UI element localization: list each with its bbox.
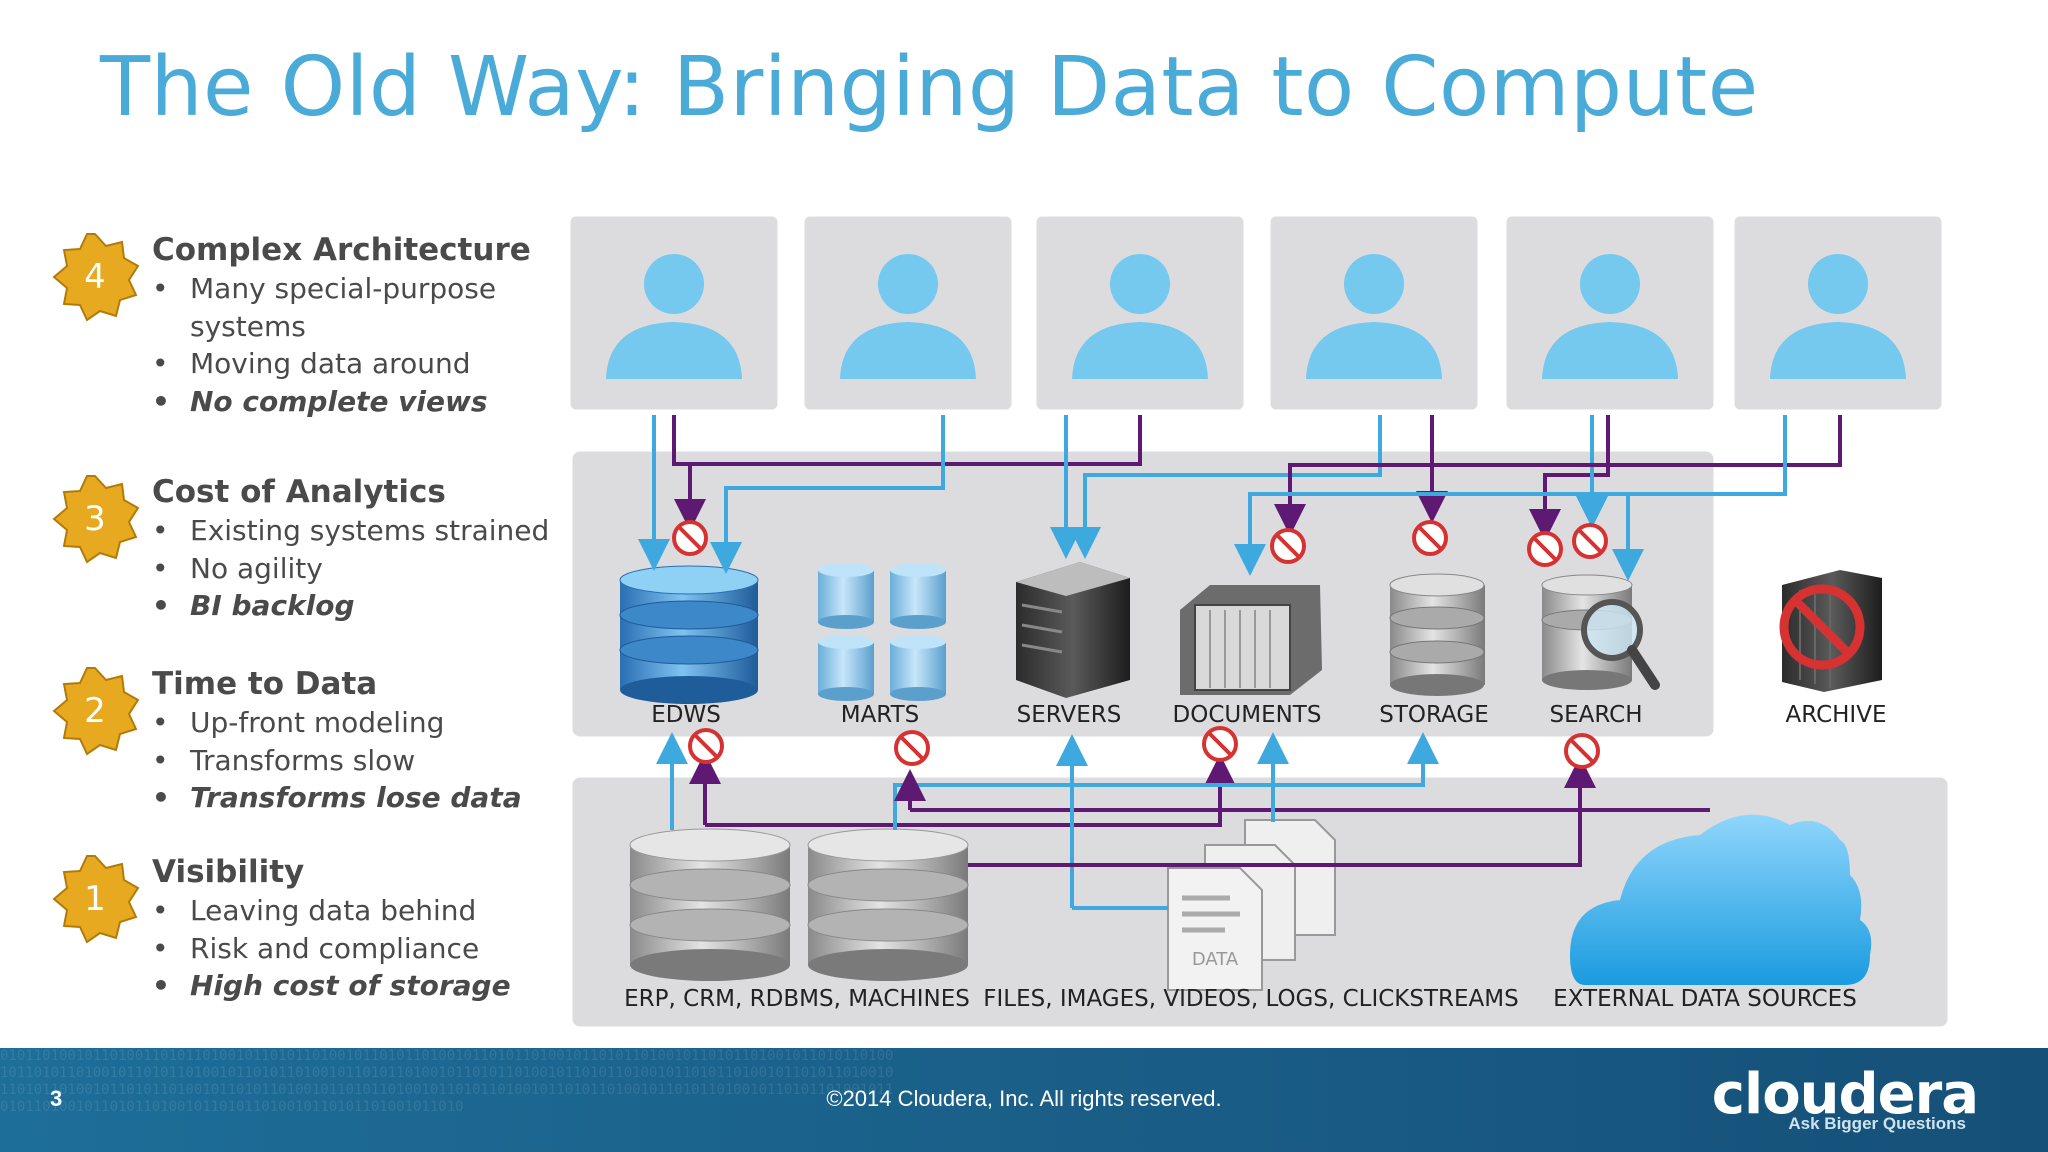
servers-icon bbox=[1016, 562, 1130, 698]
blocked-icon bbox=[688, 728, 724, 764]
bullet: Risk and compliance bbox=[152, 930, 550, 968]
badge-number: 4 bbox=[84, 257, 106, 297]
doc-label: DATA bbox=[1192, 949, 1239, 970]
challenge-bullets: Existing systems strained No agility BI … bbox=[152, 512, 550, 625]
bullet-emphasis: No complete views bbox=[152, 383, 550, 421]
user-icon bbox=[565, 211, 783, 415]
page-title: The Old Way: Bringing Data to Compute bbox=[100, 40, 1759, 135]
challenge-bullets: Many special-purpose systems Moving data… bbox=[152, 270, 550, 420]
challenge-heading: Visibility bbox=[152, 854, 305, 890]
challenge-bullets: Leaving data behind Risk and compliance … bbox=[152, 892, 550, 1005]
bullet-emphasis: BI backlog bbox=[152, 587, 550, 625]
bullet-emphasis: High cost of storage bbox=[152, 967, 550, 1005]
user-icon bbox=[1501, 211, 1719, 415]
blocked-icon bbox=[1202, 726, 1238, 762]
blocked-icon bbox=[1572, 523, 1608, 559]
bullet: Many special-purpose systems bbox=[152, 270, 550, 345]
challenge-bullets: Up-front modeling Transforms slow Transf… bbox=[152, 704, 550, 817]
user-icon bbox=[1265, 211, 1483, 415]
label-documents: DOCUMENTS bbox=[1173, 702, 1322, 728]
blocked-icon bbox=[894, 730, 930, 766]
badge-number: 3 bbox=[84, 499, 106, 539]
user-icon bbox=[1031, 211, 1249, 415]
search-icon bbox=[1541, 574, 1660, 690]
badge-number: 1 bbox=[84, 879, 106, 919]
badge-3-icon bbox=[52, 475, 140, 564]
challenge-heading: Time to Data bbox=[152, 666, 378, 702]
label-servers: SERVERS bbox=[1017, 702, 1122, 728]
bullet: Transforms slow bbox=[152, 742, 550, 780]
edws-icon bbox=[619, 565, 759, 704]
label-marts: MARTS bbox=[841, 702, 920, 728]
badge-1-icon bbox=[52, 855, 140, 944]
label-search: SEARCH bbox=[1549, 702, 1642, 728]
label-archive: ARCHIVE bbox=[1786, 702, 1887, 728]
label-databases: ERP, CRM, RDBMS, MACHINES bbox=[624, 986, 970, 1012]
source-files-icon: DATA bbox=[1167, 819, 1336, 991]
blocked-icon bbox=[1527, 531, 1563, 567]
data-movement-arrows bbox=[656, 732, 1710, 910]
user-access-arrows bbox=[638, 415, 1842, 581]
documents-icon bbox=[1180, 585, 1322, 695]
blocked-icon bbox=[672, 520, 708, 556]
blocked-icon bbox=[1564, 733, 1600, 769]
badge-4-icon bbox=[52, 233, 140, 322]
label-edws: EDWS bbox=[651, 702, 721, 728]
blocked-icon bbox=[1412, 520, 1448, 556]
badge-number: 2 bbox=[84, 691, 106, 731]
user-icon bbox=[1729, 211, 1947, 415]
blocked-icon bbox=[1270, 528, 1306, 564]
source-databases-icon bbox=[629, 828, 969, 981]
bullet: Existing systems strained bbox=[152, 512, 550, 550]
label-storage: STORAGE bbox=[1379, 702, 1489, 728]
badge-2-icon bbox=[52, 667, 140, 756]
bullet: Leaving data behind bbox=[152, 892, 550, 930]
footer: 0101101001011010011010110100101101011010… bbox=[0, 1048, 2048, 1152]
bullet-emphasis: Transforms lose data bbox=[152, 779, 550, 817]
label-external: EXTERNAL DATA SOURCES bbox=[1553, 986, 1857, 1012]
user-icon bbox=[799, 211, 1017, 415]
cloud-icon bbox=[1570, 814, 1872, 985]
challenge-heading: Cost of Analytics bbox=[152, 474, 446, 510]
page-number: 3 bbox=[50, 1086, 63, 1111]
blocked-icons bbox=[672, 520, 1608, 769]
bullet: Up-front modeling bbox=[152, 704, 550, 742]
challenge-heading: Complex Architecture bbox=[152, 232, 531, 268]
bullet: No agility bbox=[152, 550, 550, 588]
binary-pattern: 0101101001011010011010110100101101011010… bbox=[0, 1048, 894, 1115]
copyright: ©2014 Cloudera, Inc. All rights reserved… bbox=[826, 1086, 1222, 1111]
architecture-diagram: DATA bbox=[565, 211, 1950, 1029]
archive-icon bbox=[1779, 570, 1882, 692]
cloudera-logo: cloudera bbox=[1711, 1062, 1979, 1127]
label-files: FILES, IMAGES, VIDEOS, LOGS, CLICKSTREAM… bbox=[983, 986, 1518, 1012]
storage-icon bbox=[1389, 573, 1485, 696]
bullet: Moving data around bbox=[152, 345, 550, 383]
marts-icon bbox=[818, 563, 946, 701]
logo-tagline: Ask Bigger Questions bbox=[1788, 1114, 1966, 1133]
users-row bbox=[565, 211, 1947, 415]
